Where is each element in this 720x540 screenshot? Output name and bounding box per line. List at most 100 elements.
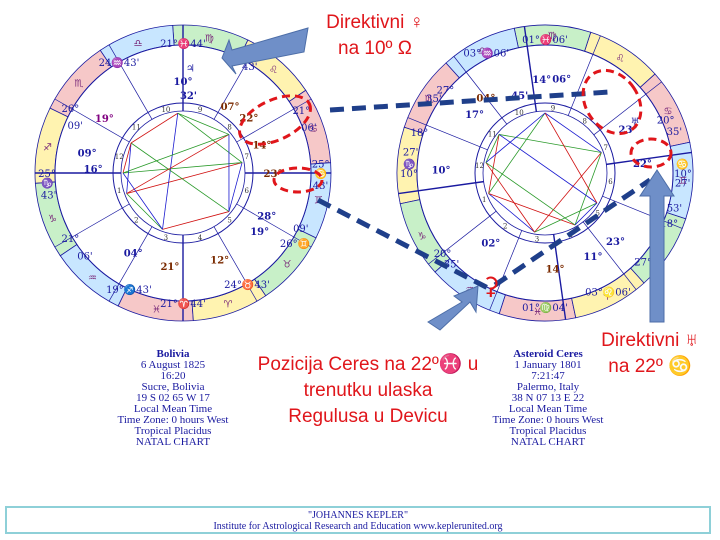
- zodiac-sign-icon: ♎: [134, 39, 143, 50]
- cusp-degree-label: 03°♒06': [463, 47, 509, 60]
- house-cusp-line: [108, 44, 153, 120]
- chart-title: Bolivia: [156, 348, 190, 360]
- aspect-line: [534, 202, 598, 233]
- cusp-degree-label: 27': [675, 179, 690, 190]
- institute-footer: "JOHANNES KEPLER" Institute for Astrolog…: [5, 506, 711, 534]
- planet-position-label: 07°: [221, 102, 240, 113]
- cusp-degree-label: ♑: [41, 176, 53, 189]
- house-number: 3: [535, 236, 539, 244]
- planet-position-label: ♅: [631, 117, 640, 128]
- cusp-degree-label: 01°♓06': [522, 33, 568, 46]
- house-number: 9: [551, 104, 555, 112]
- house-number: 5: [227, 217, 231, 225]
- chart-time: 7:21:47: [531, 370, 565, 382]
- planet-position-label: 10°: [432, 165, 451, 176]
- chart-time-type: Local Mean Time: [508, 403, 588, 415]
- house-number: 1: [482, 196, 486, 204]
- cusp-degree-label: 21°: [62, 234, 80, 245]
- cusp-degree-label: 09': [293, 224, 308, 235]
- house-cusp-line: [236, 203, 312, 248]
- house-number: 11: [132, 123, 141, 131]
- highlight-ellipse-right-mid: [629, 137, 673, 169]
- aspect-line: [177, 112, 243, 163]
- aspect-line: [122, 142, 132, 174]
- chart-time: 16:20: [160, 370, 186, 382]
- house-number: 6: [608, 178, 613, 186]
- planet-position-label: 22°: [633, 159, 652, 170]
- aspect-line: [126, 162, 243, 194]
- planet-position-label: 17°: [465, 110, 484, 121]
- aspect-line: [130, 142, 230, 212]
- aspect-line: [126, 134, 230, 194]
- aspect-line: [485, 162, 535, 233]
- zodiac-sign-icon: ♊: [678, 176, 687, 187]
- aspect-line: [498, 134, 598, 204]
- house-number: 10: [161, 106, 170, 114]
- cusp-degree-label: 25°: [38, 169, 56, 180]
- house-cusp-line: [567, 35, 601, 116]
- planet-position-label: 28°: [257, 212, 276, 223]
- callout-ceres-position: Pozicija Ceres na 22º♓ u trenutku ulaska…: [248, 352, 488, 430]
- chart-type: NATAL CHART: [135, 436, 211, 448]
- house-cusp-line: [606, 151, 692, 166]
- chart-system: Tropical Placidus: [134, 425, 212, 437]
- highlight-ellipse-left-mid: [272, 166, 324, 194]
- planet-position-label: 11°: [584, 252, 603, 263]
- cusp-degree-label: 27°: [437, 85, 455, 96]
- zodiac-sign-icon: ♍: [548, 31, 557, 42]
- cusp-degree-label: 43': [41, 190, 56, 201]
- aspect-line: [122, 134, 230, 174]
- planet-position-label: 45': [511, 91, 528, 102]
- planet-position-label: 23°: [606, 237, 625, 248]
- aspect-line: [485, 112, 546, 163]
- house-cusp-line: [582, 221, 637, 290]
- bolivia-chart-info: Bolivia 6 August 1825 16:20 Sucre, Boliv…: [108, 349, 238, 448]
- zodiac-sign-icon: ♋: [663, 106, 672, 117]
- planet-position-label: 21°: [160, 262, 179, 273]
- cusp-degree-label: ♋: [315, 167, 327, 180]
- house-number: 2: [503, 223, 507, 231]
- cusp-degree-label: 35': [426, 94, 441, 105]
- cusp-degree-label: 27°: [634, 257, 652, 268]
- chart-zone: Time Zone: 0 hours West: [117, 414, 229, 426]
- planet-position-label: 23°: [264, 169, 283, 180]
- house-number: 1: [117, 187, 121, 195]
- aspect-line: [544, 112, 598, 204]
- house-number: 2: [134, 217, 138, 225]
- cusp-degree-label: 20°: [434, 249, 452, 260]
- callout-directive-venus: Direktivni ♀ na 10º Ω: [300, 10, 450, 62]
- zodiac-sign-icon: ♋: [309, 124, 318, 135]
- planet-position-label: 14°: [546, 264, 565, 275]
- house-number: 6: [245, 187, 250, 195]
- cusp-degree-label: 01°♍04': [522, 301, 568, 314]
- aspect-line: [488, 193, 535, 233]
- aspect-line: [130, 112, 178, 144]
- aspect-line: [485, 162, 576, 226]
- chart-place: Sucre, Bolivia: [141, 381, 205, 393]
- callout-line: Regulusa u Devicu: [288, 406, 448, 427]
- planet-position-label: 32': [180, 91, 197, 102]
- zodiac-sign-icon: ♉: [283, 260, 292, 271]
- planet-position-label: 22°: [239, 114, 258, 125]
- aspect-line: [122, 172, 163, 230]
- chart-title: Asteroid Ceres: [513, 348, 583, 360]
- chart-date: 6 August 1825: [140, 359, 206, 371]
- planet-position-label: 10°: [174, 77, 193, 88]
- zodiac-sign-icon: ♏: [74, 78, 83, 89]
- ceres-glyph-icon: ⚳: [482, 272, 500, 300]
- cusp-degree-label: 18°: [411, 128, 429, 139]
- dashed-connector-bottom-right: [493, 177, 652, 288]
- house-number: 5: [595, 210, 599, 218]
- planet-position-label: 19°: [250, 227, 269, 238]
- house-number: 10: [515, 109, 524, 117]
- aspect-line: [228, 162, 243, 212]
- zodiac-sign-icon: ♎: [478, 46, 487, 57]
- house-number: 8: [227, 123, 231, 131]
- aspect-line: [574, 152, 602, 226]
- cusp-degree-label: 26°♊: [280, 237, 310, 250]
- house-number: 3: [164, 234, 168, 242]
- zodiac-sign-icon: ♍: [205, 34, 214, 45]
- planet-position-label: 06°: [552, 74, 571, 85]
- house-number: 8: [582, 117, 586, 125]
- cusp-degree-label: 35': [667, 127, 682, 138]
